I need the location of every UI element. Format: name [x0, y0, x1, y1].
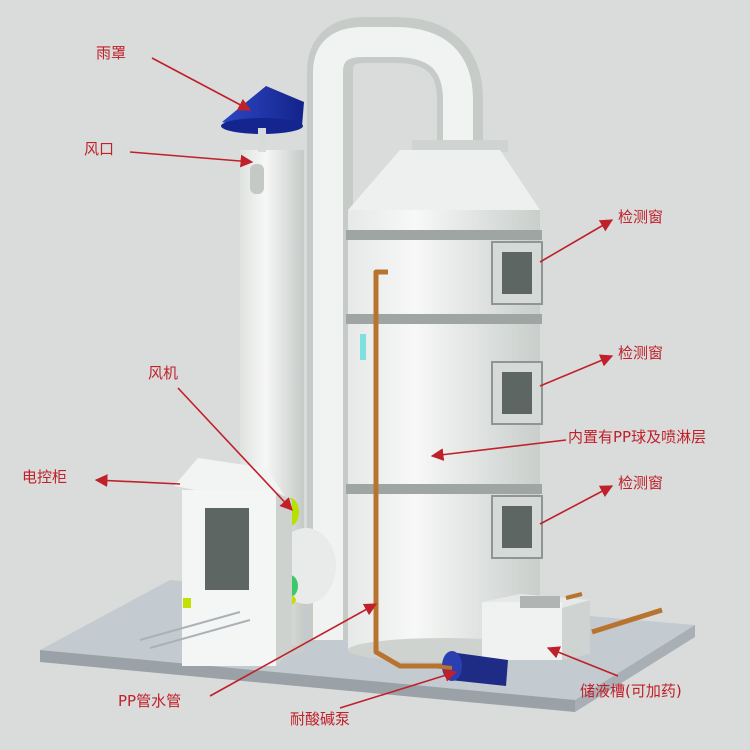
inspection-window-bottom-shape — [491, 495, 543, 559]
label-internal-packing: 内置有PP球及喷淋层 — [568, 428, 707, 446]
water-pipe — [360, 269, 452, 669]
label-inspection-window-middle: 检测窗 — [618, 344, 664, 362]
label-control-cabinet: 电控柜 — [22, 468, 68, 486]
label-inspection-window-top: 检测窗 — [618, 208, 664, 226]
arrow-liquid-tank — [546, 646, 619, 677]
annotation-arrows — [94, 57, 619, 709]
rain-cap — [221, 86, 304, 152]
arrow-fan — [177, 387, 293, 511]
arrow-air-outlet — [129, 151, 254, 168]
arrow-control-cabinet — [94, 474, 181, 487]
arrow-window-middle — [539, 354, 614, 387]
label-air-outlet: 风口 — [84, 140, 115, 158]
label-rain-cap: 雨罩 — [96, 44, 127, 62]
control-cabinet — [174, 458, 292, 666]
label-pump: 耐酸碱泵 — [290, 710, 351, 728]
inspection-window-middle-shape — [491, 361, 543, 425]
inspection-window-top-shape — [491, 241, 543, 305]
label-pp-water-pipe: PP管水管 — [118, 692, 182, 710]
connecting-duct — [307, 17, 508, 640]
label-inspection-window-bottom: 检测窗 — [618, 474, 664, 492]
arrow-packing — [430, 439, 567, 461]
floor-grates — [139, 611, 251, 649]
liquid-tank — [482, 592, 663, 660]
arrow-window-bottom — [539, 485, 614, 525]
arrow-window-top — [539, 219, 614, 263]
scrubber-tower — [346, 150, 542, 662]
arrow-water-pipe — [209, 603, 378, 697]
label-liquid-tank: 储液槽(可加药) — [580, 682, 682, 700]
label-fan: 风机 — [148, 364, 179, 382]
arrow-rain-cap — [151, 57, 252, 111]
arrow-pump — [339, 669, 458, 709]
